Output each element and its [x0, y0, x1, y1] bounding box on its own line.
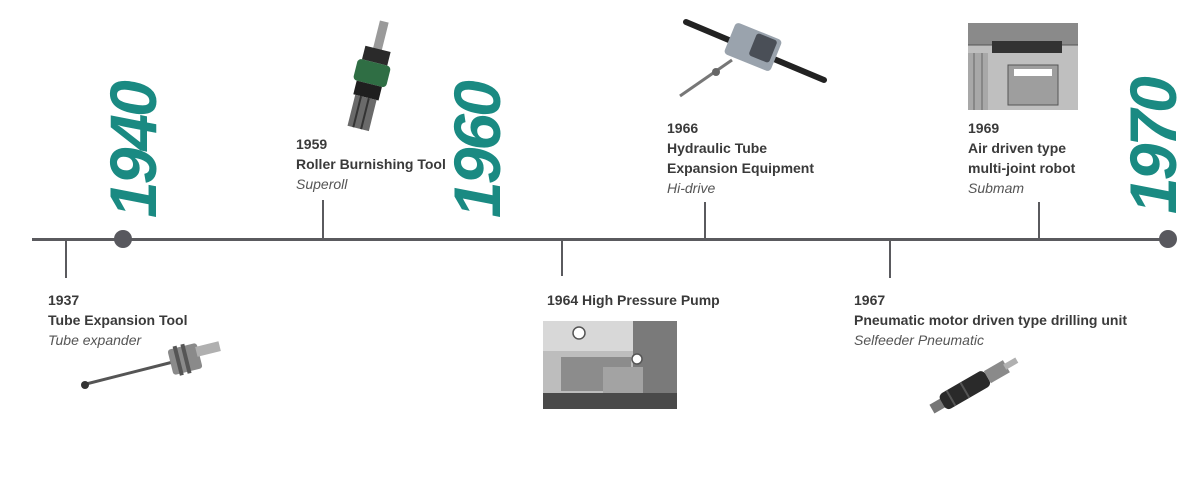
event-title: Hydraulic Tube	[667, 140, 768, 156]
high-pressure-pump-image	[543, 321, 677, 409]
event-1937: 1937 Tube Expansion Tool Tube expander	[48, 290, 187, 350]
event-1959: 1959 Roller Burnishing Tool Superoll	[296, 134, 446, 194]
event-year: 1966	[667, 120, 699, 136]
decade-1960: 1960	[440, 83, 514, 218]
roller-burnishing-tool-image	[347, 20, 391, 132]
tick-1964	[561, 240, 563, 276]
event-title: Air driven type	[968, 140, 1067, 156]
multi-joint-robot-image	[968, 23, 1078, 110]
event-subtitle: Hi-drive	[667, 180, 716, 196]
event-title: Tube Expansion Tool	[48, 312, 188, 328]
event-year: 1969	[968, 120, 1000, 136]
decade-1970: 1970	[1116, 79, 1190, 214]
event-1964: 1964 High Pressure Pump	[547, 290, 720, 310]
tick-1959	[322, 200, 324, 239]
tick-1966	[704, 202, 706, 239]
timeline-axis	[32, 238, 1170, 241]
event-title: 1964 High Pressure Pump	[547, 292, 720, 308]
hydraulic-tube-expansion-image	[679, 19, 827, 98]
event-year: 1967	[854, 292, 886, 308]
timeline-end-dot	[1159, 230, 1177, 248]
event-subtitle: Superoll	[296, 176, 348, 192]
event-1967: 1967 Pneumatic motor driven type drillin…	[854, 290, 1127, 350]
event-1969: 1969 Air driven type multi-joint robot S…	[968, 118, 1075, 198]
tick-1969	[1038, 202, 1040, 239]
drilling-unit-image	[929, 357, 1019, 414]
event-title-line2: Expansion Equipment	[667, 160, 815, 176]
decade-1940: 1940	[96, 83, 170, 218]
event-subtitle: Tube expander	[48, 332, 142, 348]
event-title-line2: multi-joint robot	[968, 160, 1076, 176]
event-year: 1959	[296, 136, 328, 152]
event-1966: 1966 Hydraulic Tube Expansion Equipment …	[667, 118, 814, 198]
event-year: 1937	[48, 292, 80, 308]
timeline-start-dot	[114, 230, 132, 248]
tick-1937	[65, 240, 67, 278]
event-title: Roller Burnishing Tool	[296, 156, 446, 172]
event-subtitle: Selfeeder Pneumatic	[854, 332, 984, 348]
event-title: Pneumatic motor driven type drilling uni…	[854, 312, 1128, 328]
tube-expander-image	[81, 341, 221, 389]
tick-1967	[889, 240, 891, 278]
event-subtitle: Submam	[968, 180, 1025, 196]
